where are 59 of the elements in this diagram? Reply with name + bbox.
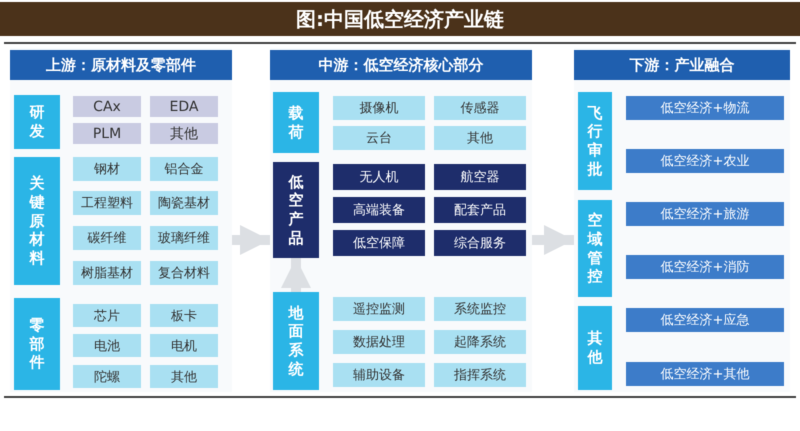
column-panel (574, 48, 790, 392)
item-box: 配套产品 (434, 197, 526, 223)
arrow (281, 258, 311, 292)
column-panel (10, 48, 232, 392)
item-box: 电池 (73, 334, 141, 357)
item-box: 复合材料 (150, 261, 218, 285)
category-box: 空域管控 (578, 200, 612, 297)
item-box: 辅助设备 (333, 363, 425, 387)
item-box: 低空保障 (333, 230, 425, 256)
item-box: 无人机 (333, 164, 425, 190)
item-box: 陶瓷基材 (150, 191, 218, 215)
item-box: 低空经济+应急 (626, 308, 784, 332)
item-box: 云台 (333, 126, 425, 150)
item-box: 碳纤维 (73, 226, 141, 250)
item-box: 钢材 (73, 157, 141, 181)
item-box: 摄像机 (333, 96, 425, 120)
item-box: 其他 (150, 365, 218, 388)
item-box: 航空器 (434, 164, 526, 190)
diagram-title: 图:中国低空经济产业链 (0, 2, 800, 36)
column-header: 上游：原材料及零部件 (10, 50, 232, 80)
arrow (232, 225, 270, 255)
item-box: 传感器 (434, 96, 526, 120)
item-box: 其他 (150, 123, 218, 144)
item-box: 低空经济+物流 (626, 96, 784, 120)
item-box: 工程塑料 (73, 191, 141, 215)
column-header: 中游：低空经济核心部分 (270, 50, 532, 80)
item-box: 玻璃纤维 (150, 226, 218, 250)
item-box: 电机 (150, 334, 218, 357)
arrow (532, 225, 574, 255)
category-box: 地面系统 (273, 292, 319, 390)
item-box: 高端装备 (333, 197, 425, 223)
item-box: 芯片 (73, 304, 141, 327)
category-box: 其他 (578, 306, 612, 390)
item-box: 低空经济+旅游 (626, 202, 784, 226)
item-box: 低空经济+农业 (626, 149, 784, 173)
category-box: 零部件 (14, 298, 60, 390)
category-box: 飞行审批 (578, 92, 612, 190)
item-box: 陀螺 (73, 365, 141, 388)
item-box: 指挥系统 (434, 363, 526, 387)
category-box: 载荷 (273, 92, 319, 153)
item-box: 树脂基材 (73, 261, 141, 285)
item-box: 起降系统 (434, 330, 526, 354)
item-box: EDA (150, 96, 218, 117)
item-box: 板卡 (150, 304, 218, 327)
item-box: 低空经济+其他 (626, 362, 784, 386)
item-box: 系统监控 (434, 297, 526, 321)
category-box: 低空产品 (273, 162, 319, 258)
item-box: PLM (73, 123, 141, 144)
category-box: 关键原材料 (14, 157, 60, 285)
column-header: 下游：产业融合 (574, 50, 790, 80)
item-box: CAx (73, 96, 141, 117)
item-box: 数据处理 (333, 330, 425, 354)
item-box: 遥控监测 (333, 297, 425, 321)
item-box: 低空经济+消防 (626, 255, 784, 279)
column-panel (270, 48, 532, 392)
item-box: 其他 (434, 126, 526, 150)
item-box: 综合服务 (434, 230, 526, 256)
item-box: 铝合金 (150, 157, 218, 181)
category-box: 研发 (14, 95, 60, 149)
